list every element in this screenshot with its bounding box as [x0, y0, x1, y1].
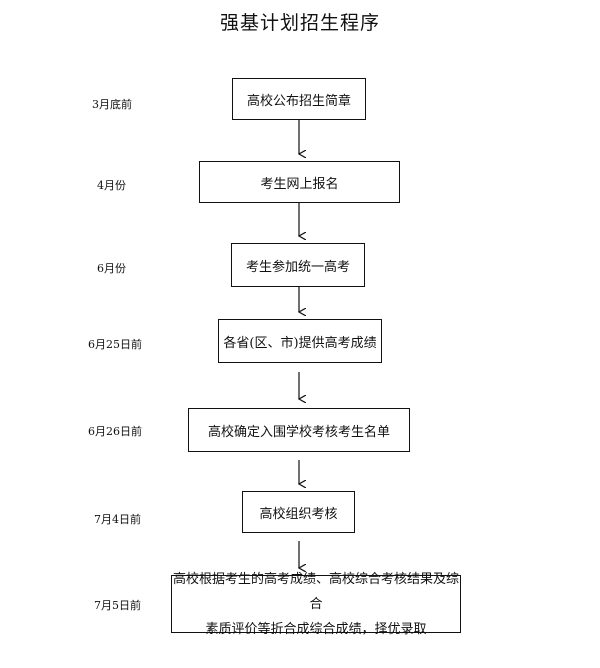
step-box-3: 考生参加统一高考 [231, 243, 365, 287]
step-date-2: 4月份 [97, 179, 126, 192]
step-text-5: 高校确定入围学校考核考生名单 [207, 424, 390, 440]
step-text-1: 高校公布招生简章 [246, 93, 351, 109]
step-text-4: 各省(区、市)提供高考成绩 [223, 335, 377, 351]
step-text-7-line-2: 素质评价等折合成综合成绩，择优录取 [205, 621, 427, 637]
step-box-5: 高校确定入围学校考核考生名单 [188, 408, 410, 452]
step-box-7: 高校根据考生的高考成绩、高校综合考核结果及综合 素质评价等折合成综合成绩，择优录… [171, 572, 461, 637]
step-box-4: 各省(区、市)提供高考成绩 [218, 319, 382, 363]
step-date-7: 7月5日前 [94, 599, 141, 612]
step-text-3: 考生参加统一高考 [245, 259, 350, 275]
step-date-5: 6月26日前 [88, 425, 142, 438]
step-date-6: 7月4日前 [94, 513, 141, 526]
step-date-1: 3月底前 [92, 98, 132, 111]
step-box-6: 高校组织考核 [242, 491, 355, 533]
step-text-6: 高校组织考核 [259, 506, 338, 522]
step-text-7-line-1: 高校根据考生的高考成绩、高校综合考核结果及综合 [172, 571, 459, 612]
diagram-title: 强基计划招生程序 [219, 12, 380, 34]
step-box-1: 高校公布招生简章 [232, 78, 366, 120]
step-date-4: 6月25日前 [88, 338, 142, 351]
step-text-2: 考生网上报名 [260, 176, 339, 192]
step-date-3: 6月份 [97, 262, 126, 275]
step-box-2: 考生网上报名 [199, 161, 400, 203]
